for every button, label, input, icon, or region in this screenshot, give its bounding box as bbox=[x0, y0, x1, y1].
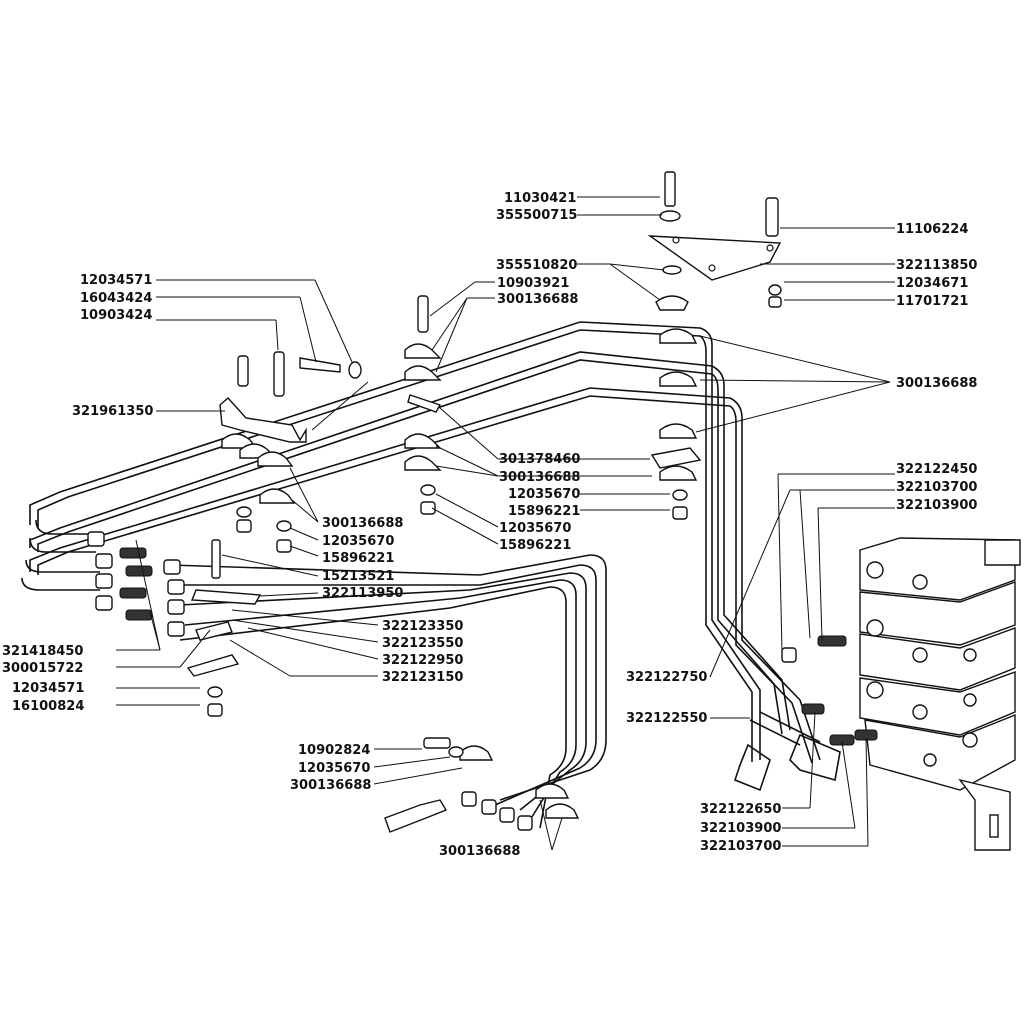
part-label: 16100824 bbox=[12, 699, 84, 714]
left-bracket bbox=[219, 295, 429, 443]
pipe-fittings bbox=[87, 531, 878, 833]
part-label: 12035670 bbox=[322, 534, 394, 549]
leader-lines bbox=[116, 196, 895, 851]
part-label: 15896221 bbox=[499, 538, 571, 553]
part-label: 322123150 bbox=[382, 670, 463, 685]
part-label: 322123550 bbox=[382, 636, 463, 651]
part-label: 322103900 bbox=[700, 821, 781, 836]
part-label: 300136688 bbox=[322, 516, 403, 531]
part-label: 300136688 bbox=[499, 470, 580, 485]
part-label: 301378460 bbox=[499, 452, 580, 467]
pipe-clamps bbox=[221, 328, 702, 819]
part-label: 322113850 bbox=[896, 258, 977, 273]
part-label: 355500715 bbox=[496, 208, 577, 223]
part-label: 12035670 bbox=[298, 761, 370, 776]
part-label: 322122750 bbox=[626, 670, 707, 685]
part-label: 11701721 bbox=[896, 294, 968, 309]
hydraulic-pipes bbox=[21, 321, 841, 829]
part-label: 11106224 bbox=[896, 222, 968, 237]
part-label: 300015722 bbox=[2, 661, 83, 676]
part-label: 10903424 bbox=[80, 308, 152, 323]
part-label: 15896221 bbox=[508, 504, 580, 519]
part-label: 15213521 bbox=[322, 569, 394, 584]
part-label: 12035670 bbox=[508, 487, 580, 502]
part-label: 322122650 bbox=[700, 802, 781, 817]
part-label: 322122950 bbox=[382, 653, 463, 668]
part-label: 10903921 bbox=[497, 276, 569, 291]
top-bracket-plate bbox=[647, 171, 782, 311]
part-label: 321418450 bbox=[2, 644, 83, 659]
part-label: 322122550 bbox=[626, 711, 707, 726]
part-label: 300136688 bbox=[896, 376, 977, 391]
part-label: 322103700 bbox=[700, 839, 781, 854]
part-label: 322103700 bbox=[896, 480, 977, 495]
part-label: 10902824 bbox=[298, 743, 370, 758]
part-label: 12034671 bbox=[896, 276, 968, 291]
part-label: 11030421 bbox=[504, 191, 576, 206]
part-label: 355510820 bbox=[496, 258, 577, 273]
part-label: 322113950 bbox=[322, 586, 403, 601]
part-label: 12034571 bbox=[12, 681, 84, 696]
washers-and-nuts bbox=[207, 484, 688, 758]
control-valve-block bbox=[859, 537, 1021, 851]
part-label: 12035670 bbox=[499, 521, 571, 536]
part-label: 300136688 bbox=[497, 292, 578, 307]
part-number-labels: 11030421 355500715 11106224 355510820 32… bbox=[2, 191, 977, 859]
part-label: 15896221 bbox=[322, 551, 394, 566]
part-label: 300136688 bbox=[290, 778, 371, 793]
part-label: 321961350 bbox=[72, 404, 153, 419]
part-label: 322103900 bbox=[896, 498, 977, 513]
part-label: 322123350 bbox=[382, 619, 463, 634]
part-label: 322122450 bbox=[896, 462, 977, 477]
part-label: 12034571 bbox=[80, 273, 152, 288]
part-label: 16043424 bbox=[80, 291, 152, 306]
part-label: 300136688 bbox=[439, 844, 520, 859]
